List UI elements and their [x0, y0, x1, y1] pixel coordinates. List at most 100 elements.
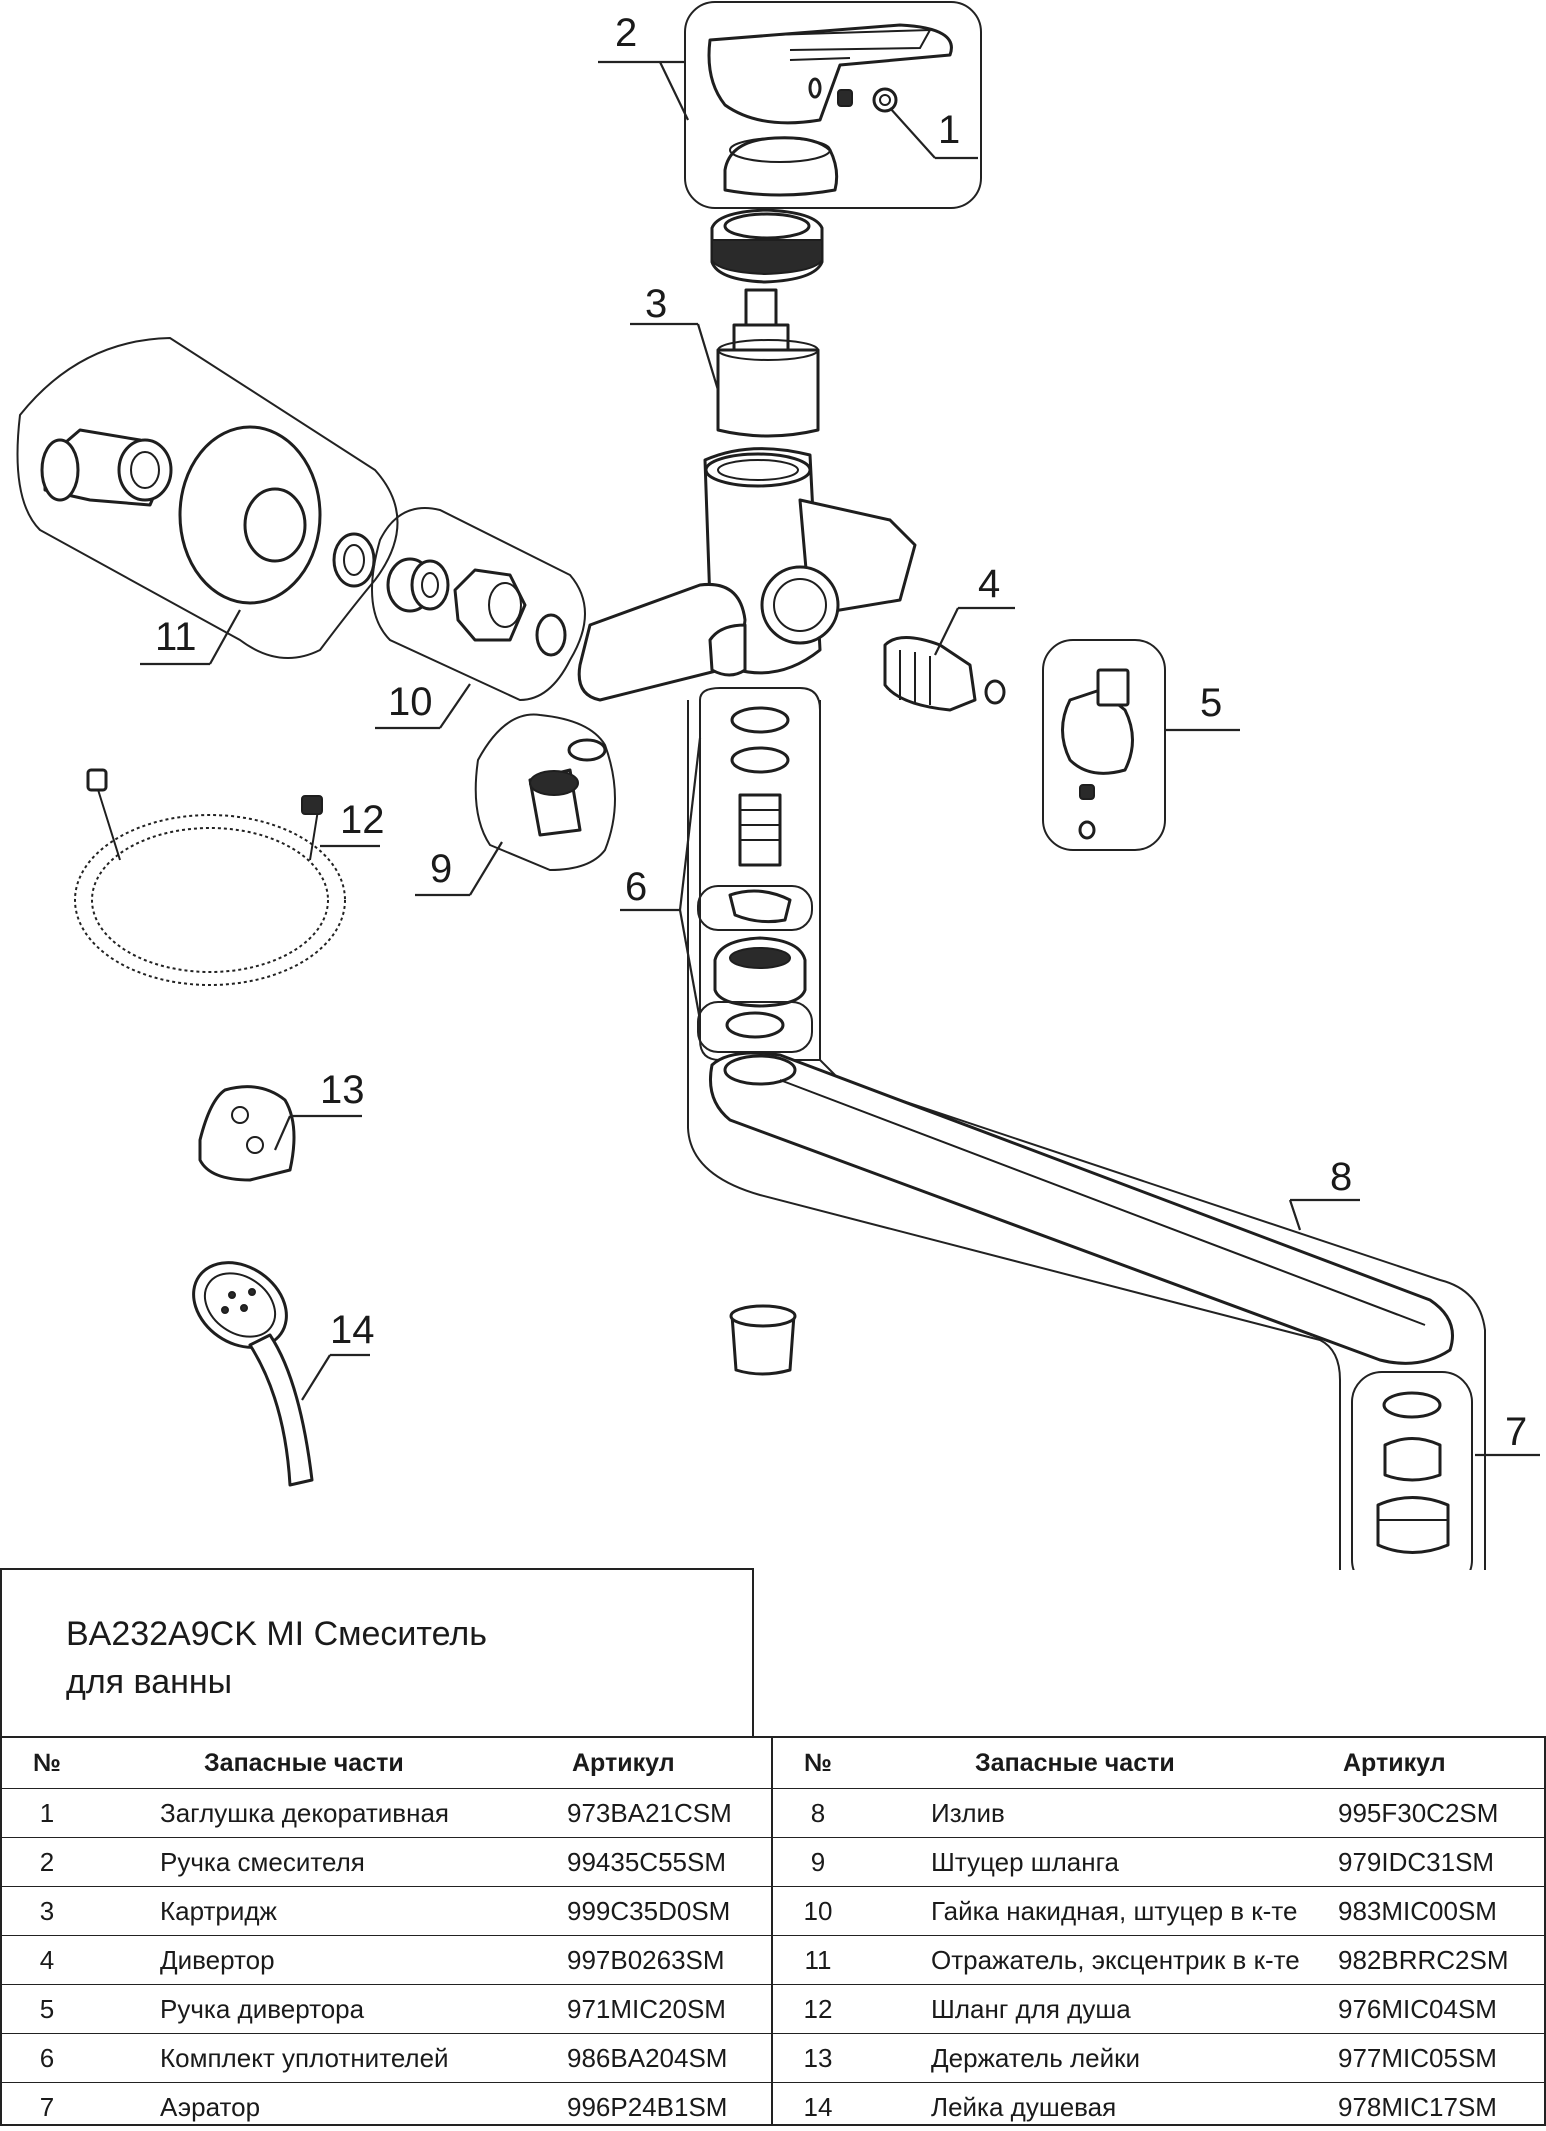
- row-article: 996P24B1SM: [567, 2091, 728, 2122]
- row-num: 11: [804, 1944, 832, 1975]
- row-name: Ручка смесителя: [160, 1846, 365, 1877]
- callout-11: 11: [155, 615, 197, 659]
- callout-5: 5: [1200, 681, 1222, 725]
- header-article: Артикул: [572, 1748, 675, 1777]
- row-name: Излив: [931, 1797, 1005, 1828]
- table-row: 14 Лейка душевая 978MIC17SM: [773, 2083, 1544, 2131]
- table-row: 3 Картридж 999C35D0SM: [2, 1887, 771, 1936]
- row-num: 12: [803, 1993, 833, 2024]
- header-num: №: [804, 1748, 832, 1777]
- row-num: 5: [39, 1993, 55, 2024]
- table-header: № Запасные части Артикул: [773, 1738, 1544, 1789]
- row-article: 979IDC31SM: [1338, 1846, 1495, 1877]
- cartridge-nut: [710, 208, 824, 284]
- row-num: 9: [810, 1846, 826, 1877]
- handle-group: [684, 1, 982, 209]
- product-title: BA232A9CK MI Смеситель для ванны: [66, 1610, 487, 1706]
- row-num: 13: [803, 2042, 833, 2073]
- callout-12: 12: [340, 798, 385, 842]
- row-article: 999C35D0SM: [567, 1895, 731, 1926]
- product-title-line2: для ванны: [66, 1663, 233, 1701]
- row-num: 4: [39, 1944, 55, 1975]
- row-num: 3: [39, 1895, 55, 1926]
- row-name: Шланг для душа: [931, 1993, 1131, 2024]
- row-name: Дивертор: [160, 1944, 275, 1975]
- row-article: 982BRRC2SM: [1338, 1944, 1509, 1975]
- table-row: 4 Дивертор 997B0263SM: [2, 1936, 771, 1985]
- diverter-handle-group: [1042, 639, 1166, 851]
- callout-1: 1: [938, 108, 960, 152]
- row-article: 977MIC05SM: [1338, 2042, 1497, 2073]
- row-article: 973BA21CSM: [567, 1797, 732, 1828]
- shower-hose: [74, 768, 346, 986]
- row-num: 8: [810, 1797, 826, 1828]
- table-row: 11 Отражатель, эксцентрик в к-те 982BRRC2S…: [773, 1936, 1544, 1985]
- hose-union-group: [474, 713, 616, 872]
- table-row: 12 Шланг для душа 976MIC04SM: [773, 1985, 1544, 2034]
- row-article: 978MIC17SM: [1338, 2091, 1497, 2122]
- row-name: Картридж: [160, 1895, 277, 1926]
- mixer-body: [577, 447, 917, 702]
- header-name: Запасные части: [975, 1748, 1175, 1777]
- cartridge: [716, 288, 820, 438]
- diverter: [883, 636, 1006, 712]
- table-row: 2 Ручка смесителя 99435C55SM: [2, 1838, 771, 1887]
- spout: [687, 700, 1486, 1570]
- row-name: Заглушка декоративная: [160, 1797, 449, 1828]
- table-row: 7 Аэратор 996P24B1SM: [2, 2083, 771, 2131]
- row-num: 10: [803, 1895, 833, 1926]
- table-row: 5 Ручка дивертора 971MIC20SM: [2, 1985, 771, 2034]
- table-row: 8 Излив 995F30C2SM: [773, 1789, 1544, 1838]
- row-name: Гайка накидная, штуцер в к-те: [931, 1895, 1298, 1926]
- row-name: Лейка душевая: [931, 2091, 1117, 2122]
- row-article: 995F30C2SM: [1338, 1797, 1499, 1828]
- row-num: 2: [39, 1846, 55, 1877]
- row-name: Держатель лейки: [931, 2042, 1141, 2073]
- callout-9: 9: [430, 847, 452, 891]
- callout-10: 10: [388, 680, 433, 724]
- table-row: 13 Держатель лейки 977MIC05SM: [773, 2034, 1544, 2083]
- title-box: BA232A9CK MI Смеситель для ванны: [0, 1568, 754, 1738]
- aerator-group: [1351, 1371, 1473, 1570]
- row-name: Ручка дивертора: [160, 1993, 365, 2024]
- seals-column: [697, 687, 821, 1061]
- shower-head: [192, 1261, 314, 1487]
- callout-2: 2: [615, 11, 637, 55]
- row-article: 997B0263SM: [567, 1944, 725, 1975]
- callout-13: 13: [320, 1068, 365, 1112]
- union-nut-group: [371, 507, 586, 702]
- callout-7: 7: [1505, 1410, 1527, 1454]
- callout-4: 4: [978, 562, 1000, 606]
- row-num: 7: [39, 2091, 55, 2122]
- row-article: 986BA204SM: [567, 2042, 728, 2073]
- row-name: Штуцер шланга: [931, 1846, 1119, 1877]
- table-header: № Запасные части Артикул: [2, 1738, 771, 1789]
- row-num: 14: [803, 2091, 833, 2122]
- callout-6: 6: [625, 865, 647, 909]
- header-article: Артикул: [1343, 1748, 1446, 1777]
- callout-3: 3: [645, 282, 667, 326]
- product-title-line1: BA232A9CK MI Смеситель: [66, 1615, 487, 1653]
- row-article: 983MIC00SM: [1338, 1895, 1497, 1926]
- sleeve: [729, 1304, 797, 1376]
- shower-holder: [198, 1085, 296, 1182]
- callout-14: 14: [330, 1308, 375, 1352]
- table-row: 10 Гайка накидная, штуцер в к-те 983MIC00S…: [773, 1887, 1544, 1936]
- row-name: Аэратор: [160, 2091, 261, 2122]
- exploded-parts-diagram: 1 2 3 4 5 6 7 8 9 10 11 12 13 14: [16, 1, 1540, 1570]
- row-name: Отражатель, эксцентрик в к-те: [931, 1944, 1300, 1975]
- row-article: 971MIC20SM: [567, 1993, 726, 2024]
- header-name: Запасные части: [204, 1748, 404, 1777]
- row-article: 99435C55SM: [567, 1846, 726, 1877]
- header-num: №: [33, 1748, 61, 1777]
- eccentric-group: [16, 336, 399, 659]
- callout-8: 8: [1330, 1155, 1352, 1199]
- row-article: 976MIC04SM: [1338, 1993, 1497, 2024]
- row-name: Комплект уплотнителей: [160, 2042, 449, 2073]
- table-row: 9 Штуцер шланга 979IDC31SM: [773, 1838, 1544, 1887]
- spare-parts-table-right: № Запасные части Артикул 8 Излив 995F30C2S…: [773, 1738, 1544, 2124]
